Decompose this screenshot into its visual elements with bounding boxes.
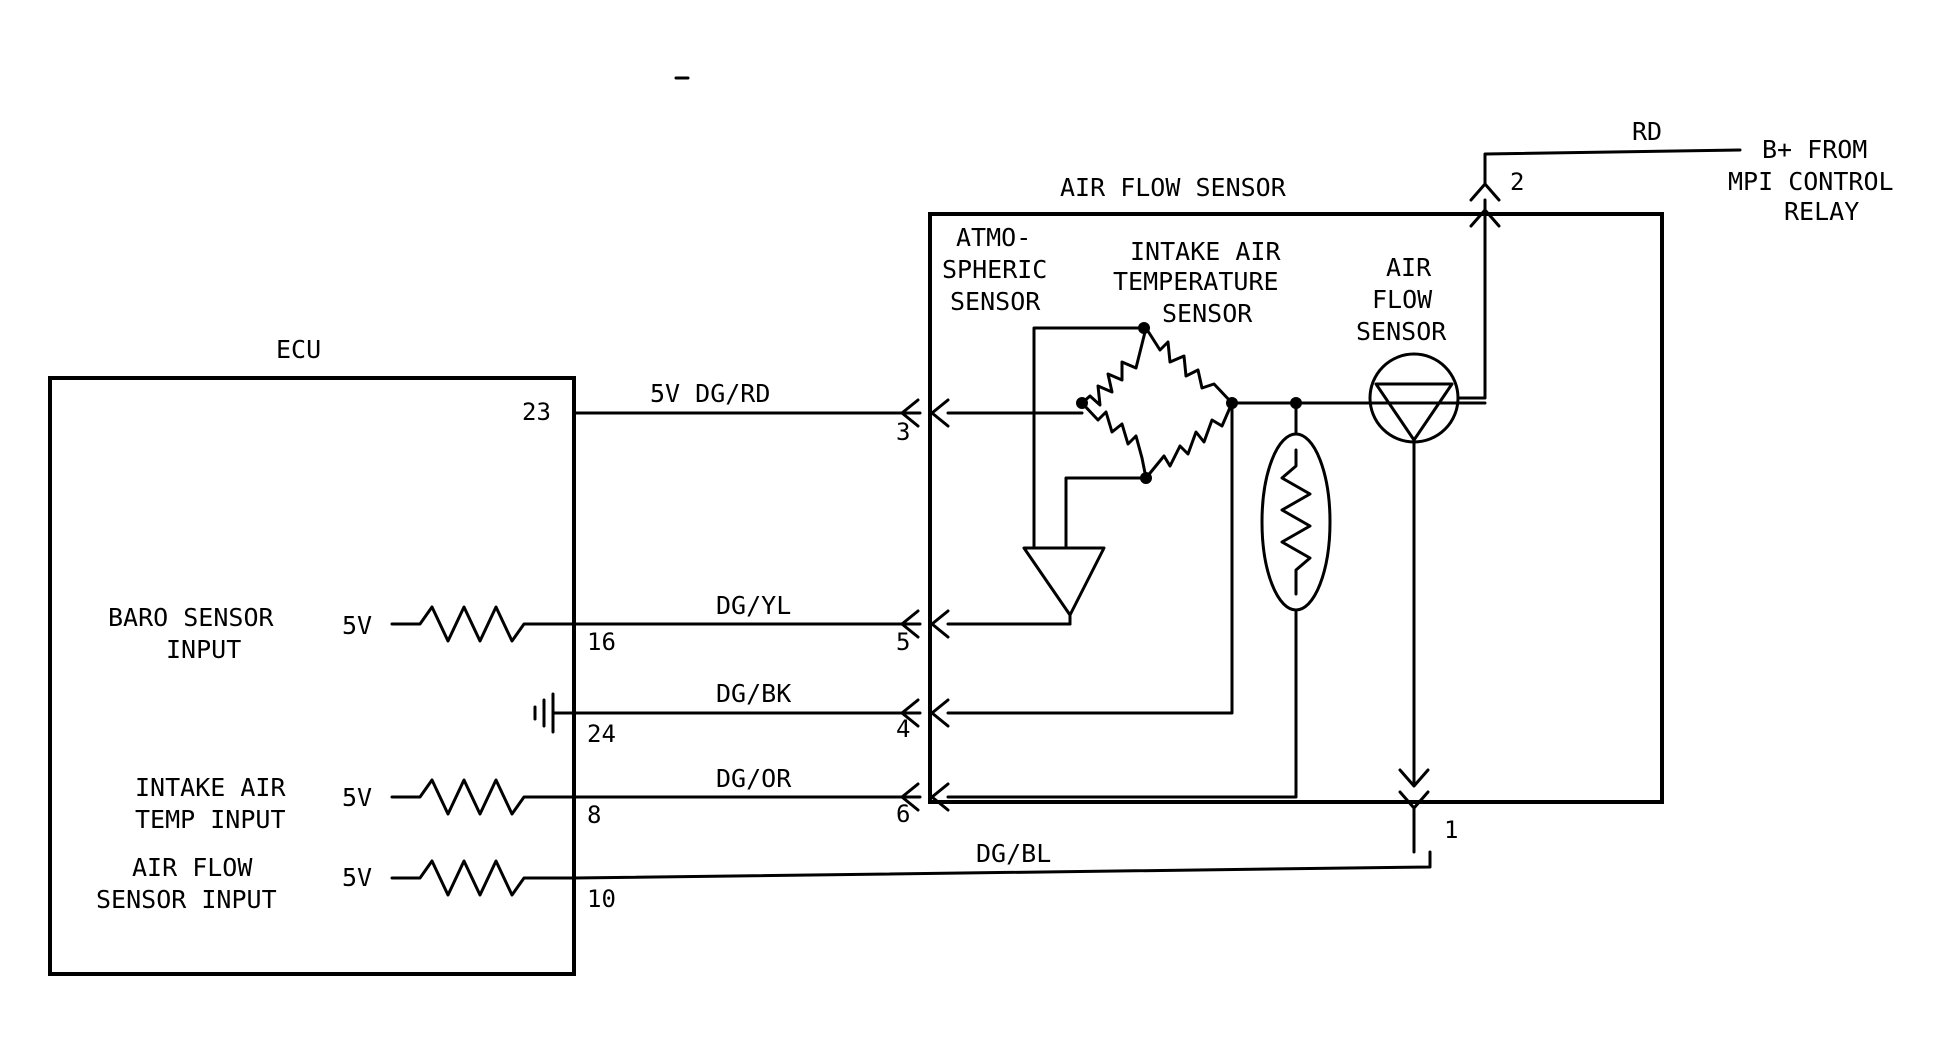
air-flow-sensor-box bbox=[928, 212, 1664, 804]
wire-label-dg-bl: DG/BL bbox=[976, 839, 1051, 868]
sensor-pin-3: 3 bbox=[896, 418, 910, 446]
wire-label-dg-or: DG/OR bbox=[716, 764, 792, 793]
air-flow-sensor-input-label-line2: SENSOR INPUT bbox=[96, 885, 277, 914]
ecu-pin-16: 16 bbox=[587, 628, 616, 656]
ecu-pin-10: 10 bbox=[587, 885, 616, 913]
ecu-pin-8: 8 bbox=[587, 801, 601, 829]
baro-pullup-resistor bbox=[390, 605, 576, 643]
thermistor bbox=[1260, 401, 1332, 612]
sensor-pin-1: 1 bbox=[1444, 816, 1458, 844]
ecu-box bbox=[48, 376, 576, 976]
ecu-pin-23: 23 bbox=[522, 398, 551, 426]
air-flow-sensor-element bbox=[1368, 198, 1487, 787]
sensor-pin-6: 6 bbox=[896, 800, 910, 828]
intake-air-temp-input-label-line1: INTAKE AIR bbox=[135, 773, 286, 802]
wire-label-dg-rd: 5V DG/RD bbox=[650, 379, 770, 408]
atmospheric-sensor-amplifier bbox=[1022, 326, 1148, 626]
air-flow-sensor-input-label-line1: AIR FLOW bbox=[132, 853, 253, 882]
baro-sensor-input-label-line2: INPUT bbox=[166, 635, 241, 664]
intake-air-temperature-bridge bbox=[1076, 322, 1302, 484]
connector-pin-2 bbox=[1469, 148, 1742, 228]
wire-dg-bl bbox=[572, 850, 1432, 880]
af-supply-label: 5V bbox=[342, 863, 372, 892]
intake-air-temperature-sensor-label-line3: SENSOR bbox=[1162, 299, 1253, 328]
connector-pin-6 bbox=[900, 782, 950, 812]
sensor-pin-2: 2 bbox=[1510, 168, 1524, 196]
intake-air-temp-input-label-line2: TEMP INPUT bbox=[135, 805, 286, 834]
iat-pullup-resistor bbox=[390, 778, 576, 816]
internal-wire-or bbox=[946, 610, 1298, 799]
atmospheric-sensor-label-line2: SPHERIC bbox=[942, 255, 1047, 284]
atmospheric-sensor-label-line1: ATMO- bbox=[956, 223, 1031, 252]
power-source-label-line1: B+ FROM bbox=[1762, 135, 1867, 164]
connector-pin-1 bbox=[1398, 768, 1430, 854]
atmospheric-sensor-label-line3: SENSOR bbox=[950, 287, 1041, 316]
air-flow-sensor-element-label-line1: AIR bbox=[1386, 253, 1432, 282]
air-flow-sensor-element-label-line3: SENSOR bbox=[1356, 317, 1447, 346]
baro-supply-label: 5V bbox=[342, 611, 372, 640]
wire-label-dg-yl: DG/YL bbox=[716, 591, 791, 620]
wire-label-rd: RD bbox=[1632, 117, 1662, 146]
internal-wire-bk bbox=[946, 401, 1234, 715]
air-flow-sensor-element-label-line2: FLOW bbox=[1372, 285, 1433, 314]
sensor-pin-5: 5 bbox=[896, 628, 910, 656]
sensor-pin-4: 4 bbox=[896, 715, 910, 743]
power-source-label-line2: MPI CONTROL bbox=[1728, 167, 1894, 196]
ground-symbol bbox=[533, 692, 576, 734]
connector-pin-4 bbox=[900, 698, 950, 728]
power-source-label-line3: RELAY bbox=[1784, 197, 1859, 226]
baro-sensor-input-label-line1: BARO SENSOR bbox=[108, 603, 275, 632]
connector-pin-3 bbox=[900, 398, 950, 428]
air-flow-sensor-title: AIR FLOW SENSOR bbox=[1060, 173, 1287, 202]
intake-air-temperature-sensor-label-line1: INTAKE AIR bbox=[1130, 237, 1281, 266]
ecu-title: ECU bbox=[276, 335, 321, 364]
iat-supply-label: 5V bbox=[342, 783, 372, 812]
intake-air-temperature-sensor-label-line2: TEMPERATURE bbox=[1113, 267, 1279, 296]
wire-label-dg-bk: DG/BK bbox=[716, 679, 791, 708]
connector-pin-5 bbox=[900, 609, 950, 639]
ecu-pin-24: 24 bbox=[587, 720, 616, 748]
af-pullup-resistor bbox=[390, 859, 576, 897]
